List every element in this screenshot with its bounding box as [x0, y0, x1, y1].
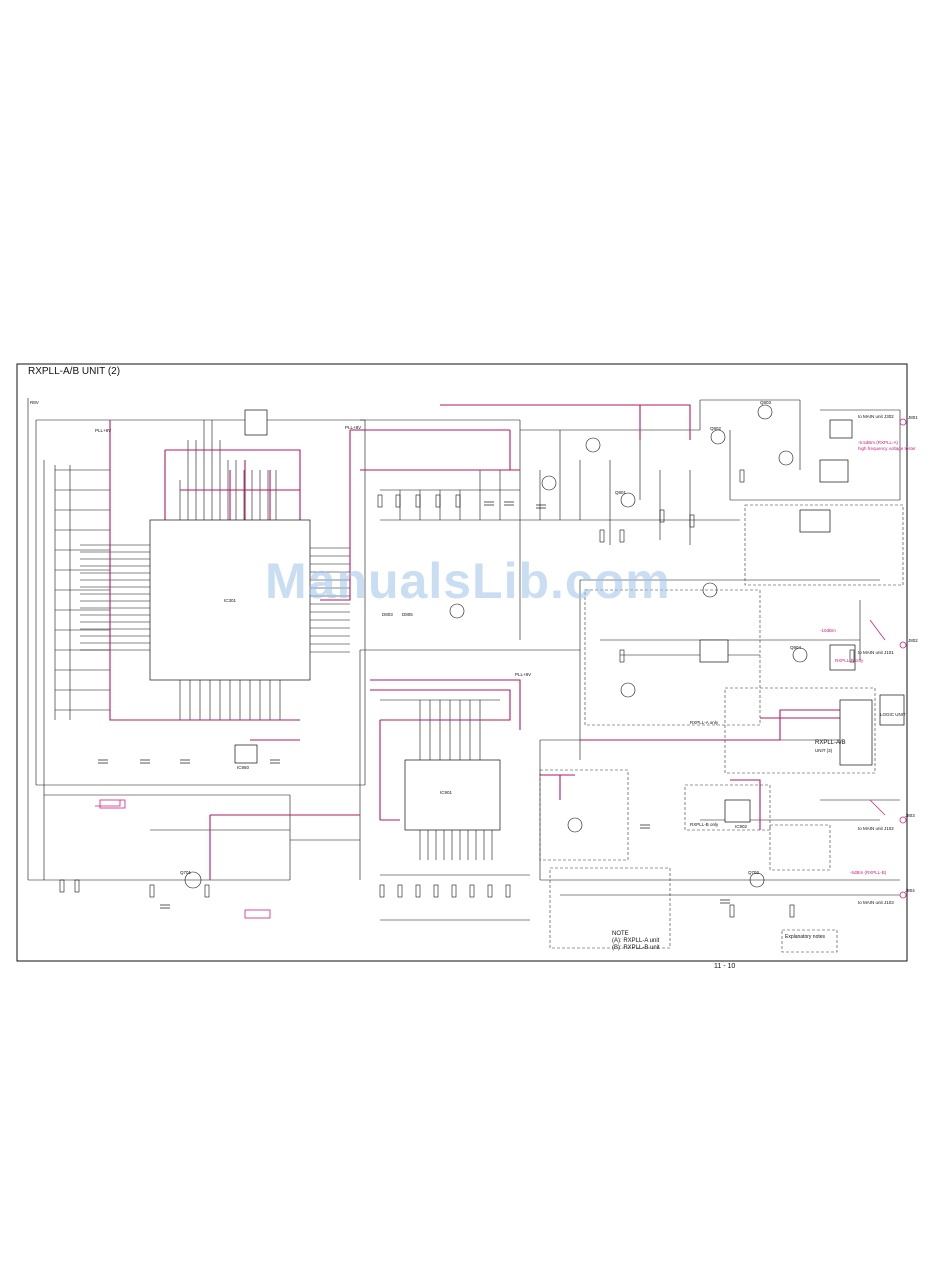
- transistors: [184, 404, 808, 889]
- component-outlines: [149, 409, 905, 831]
- sheet-border: [16, 363, 908, 962]
- annotation: -5dBm (RXPLL-B): [850, 870, 887, 875]
- note-box: NOTE (A): RXPLL-A unit (B): RXPLL-B unit: [612, 931, 660, 952]
- transistor-label: Q803: [760, 400, 772, 405]
- unit-label: RXPLL-B only: [690, 822, 719, 827]
- annotation: RXPLL-B only: [835, 658, 864, 663]
- unit-label: LOGIC UNIT: [880, 712, 906, 717]
- ic-label: IC901: [440, 790, 453, 795]
- watermark: ManualsLib.com: [265, 553, 671, 609]
- note-line: (B): RXPLL-B unit: [612, 945, 660, 951]
- page-number: 11 - 10: [714, 963, 736, 970]
- connector-dest: to MAIN unit J102: [858, 826, 894, 831]
- transistor-label: Q801: [615, 490, 627, 495]
- rail-label: PLL+8V: [95, 428, 112, 433]
- connector-label: J802: [908, 638, 918, 643]
- transistor-label: Q702: [748, 870, 760, 875]
- transistor-label: Q701: [180, 870, 192, 875]
- connector-dest: to MAIN unit J302: [858, 414, 894, 419]
- connector-dest: to MAIN unit J103: [858, 900, 894, 905]
- annotation: high frequency voltage tester: [858, 446, 916, 451]
- annotation: -5.5dBm (RXPLL-A): [858, 440, 899, 445]
- diode-label: D803: [382, 612, 393, 617]
- connector-label: J804: [905, 888, 915, 893]
- ic-label: IC950: [237, 765, 250, 770]
- ic-label: IC301: [224, 598, 237, 603]
- rail-label: PLL+8V: [515, 672, 532, 677]
- explanatory-notes: Explanatory notes: [785, 934, 826, 940]
- wiring-supply: [109, 404, 860, 880]
- rail-label: PLL+8V: [345, 425, 362, 430]
- unit-label: RXPLL-A only: [690, 720, 719, 725]
- connector-markers: [95, 418, 907, 919]
- resistors: [59, 469, 855, 918]
- connector-dest: to MAIN unit J101: [858, 650, 894, 655]
- note-heading: NOTE: [612, 931, 629, 937]
- connector-label: J801: [908, 415, 918, 420]
- connector-label: J803: [905, 813, 915, 818]
- page-title: RXPLL-A/B UNIT (2): [28, 366, 121, 377]
- diode-label: D805: [402, 612, 413, 617]
- transistor-label: Q802: [710, 426, 722, 431]
- unit-label: RXPLL-A/B: [815, 740, 846, 746]
- unit-label: UNIT (3): [815, 748, 833, 753]
- capacitors: [98, 501, 730, 909]
- ic-label: IC902: [735, 824, 748, 829]
- annotation: -10dBm: [820, 628, 836, 633]
- note-line: (A): RXPLL-A unit: [612, 938, 660, 944]
- rail-label: R8V: [30, 400, 39, 405]
- dashed-regions: [539, 504, 904, 953]
- transistor-label: Q804: [790, 645, 802, 650]
